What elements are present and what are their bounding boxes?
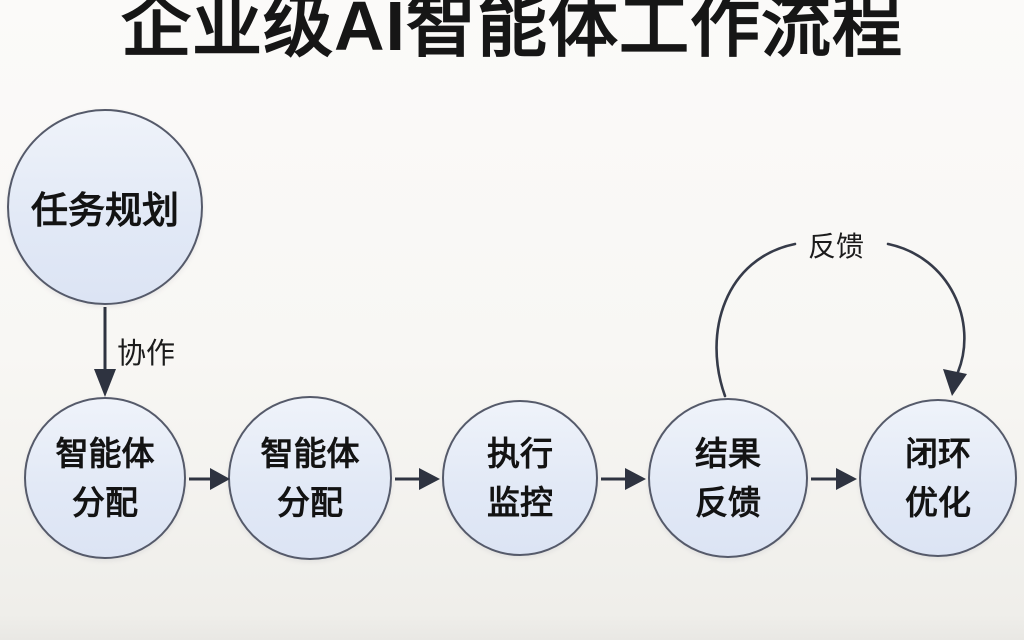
arrow-collaboration-down: [94, 307, 116, 397]
node-closed-loop-optimization: 闭环 优化: [859, 399, 1017, 557]
node-execution-monitoring: 执行 监控: [442, 400, 598, 556]
arrow-feedback-arc: [715, 242, 967, 398]
page-title: 企业级AI智能体工作流程: [121, 0, 903, 65]
edge-label-collaboration: 协作: [117, 338, 176, 370]
arrow-node4-node5: [811, 468, 857, 490]
edge-label-feedback: 反馈: [808, 231, 865, 262]
node-agent-assignment-1: 智能体 分配: [24, 397, 186, 559]
node-task-planning: 任务规划: [7, 109, 203, 305]
node-agent-assignment-2: 智能体 分配: [228, 396, 392, 560]
arrow-node1-node2: [189, 468, 230, 490]
arrow-node2-node3: [395, 468, 440, 490]
arrow-node3-node4: [601, 468, 646, 490]
node-result-feedback: 结果 反馈: [648, 398, 808, 558]
